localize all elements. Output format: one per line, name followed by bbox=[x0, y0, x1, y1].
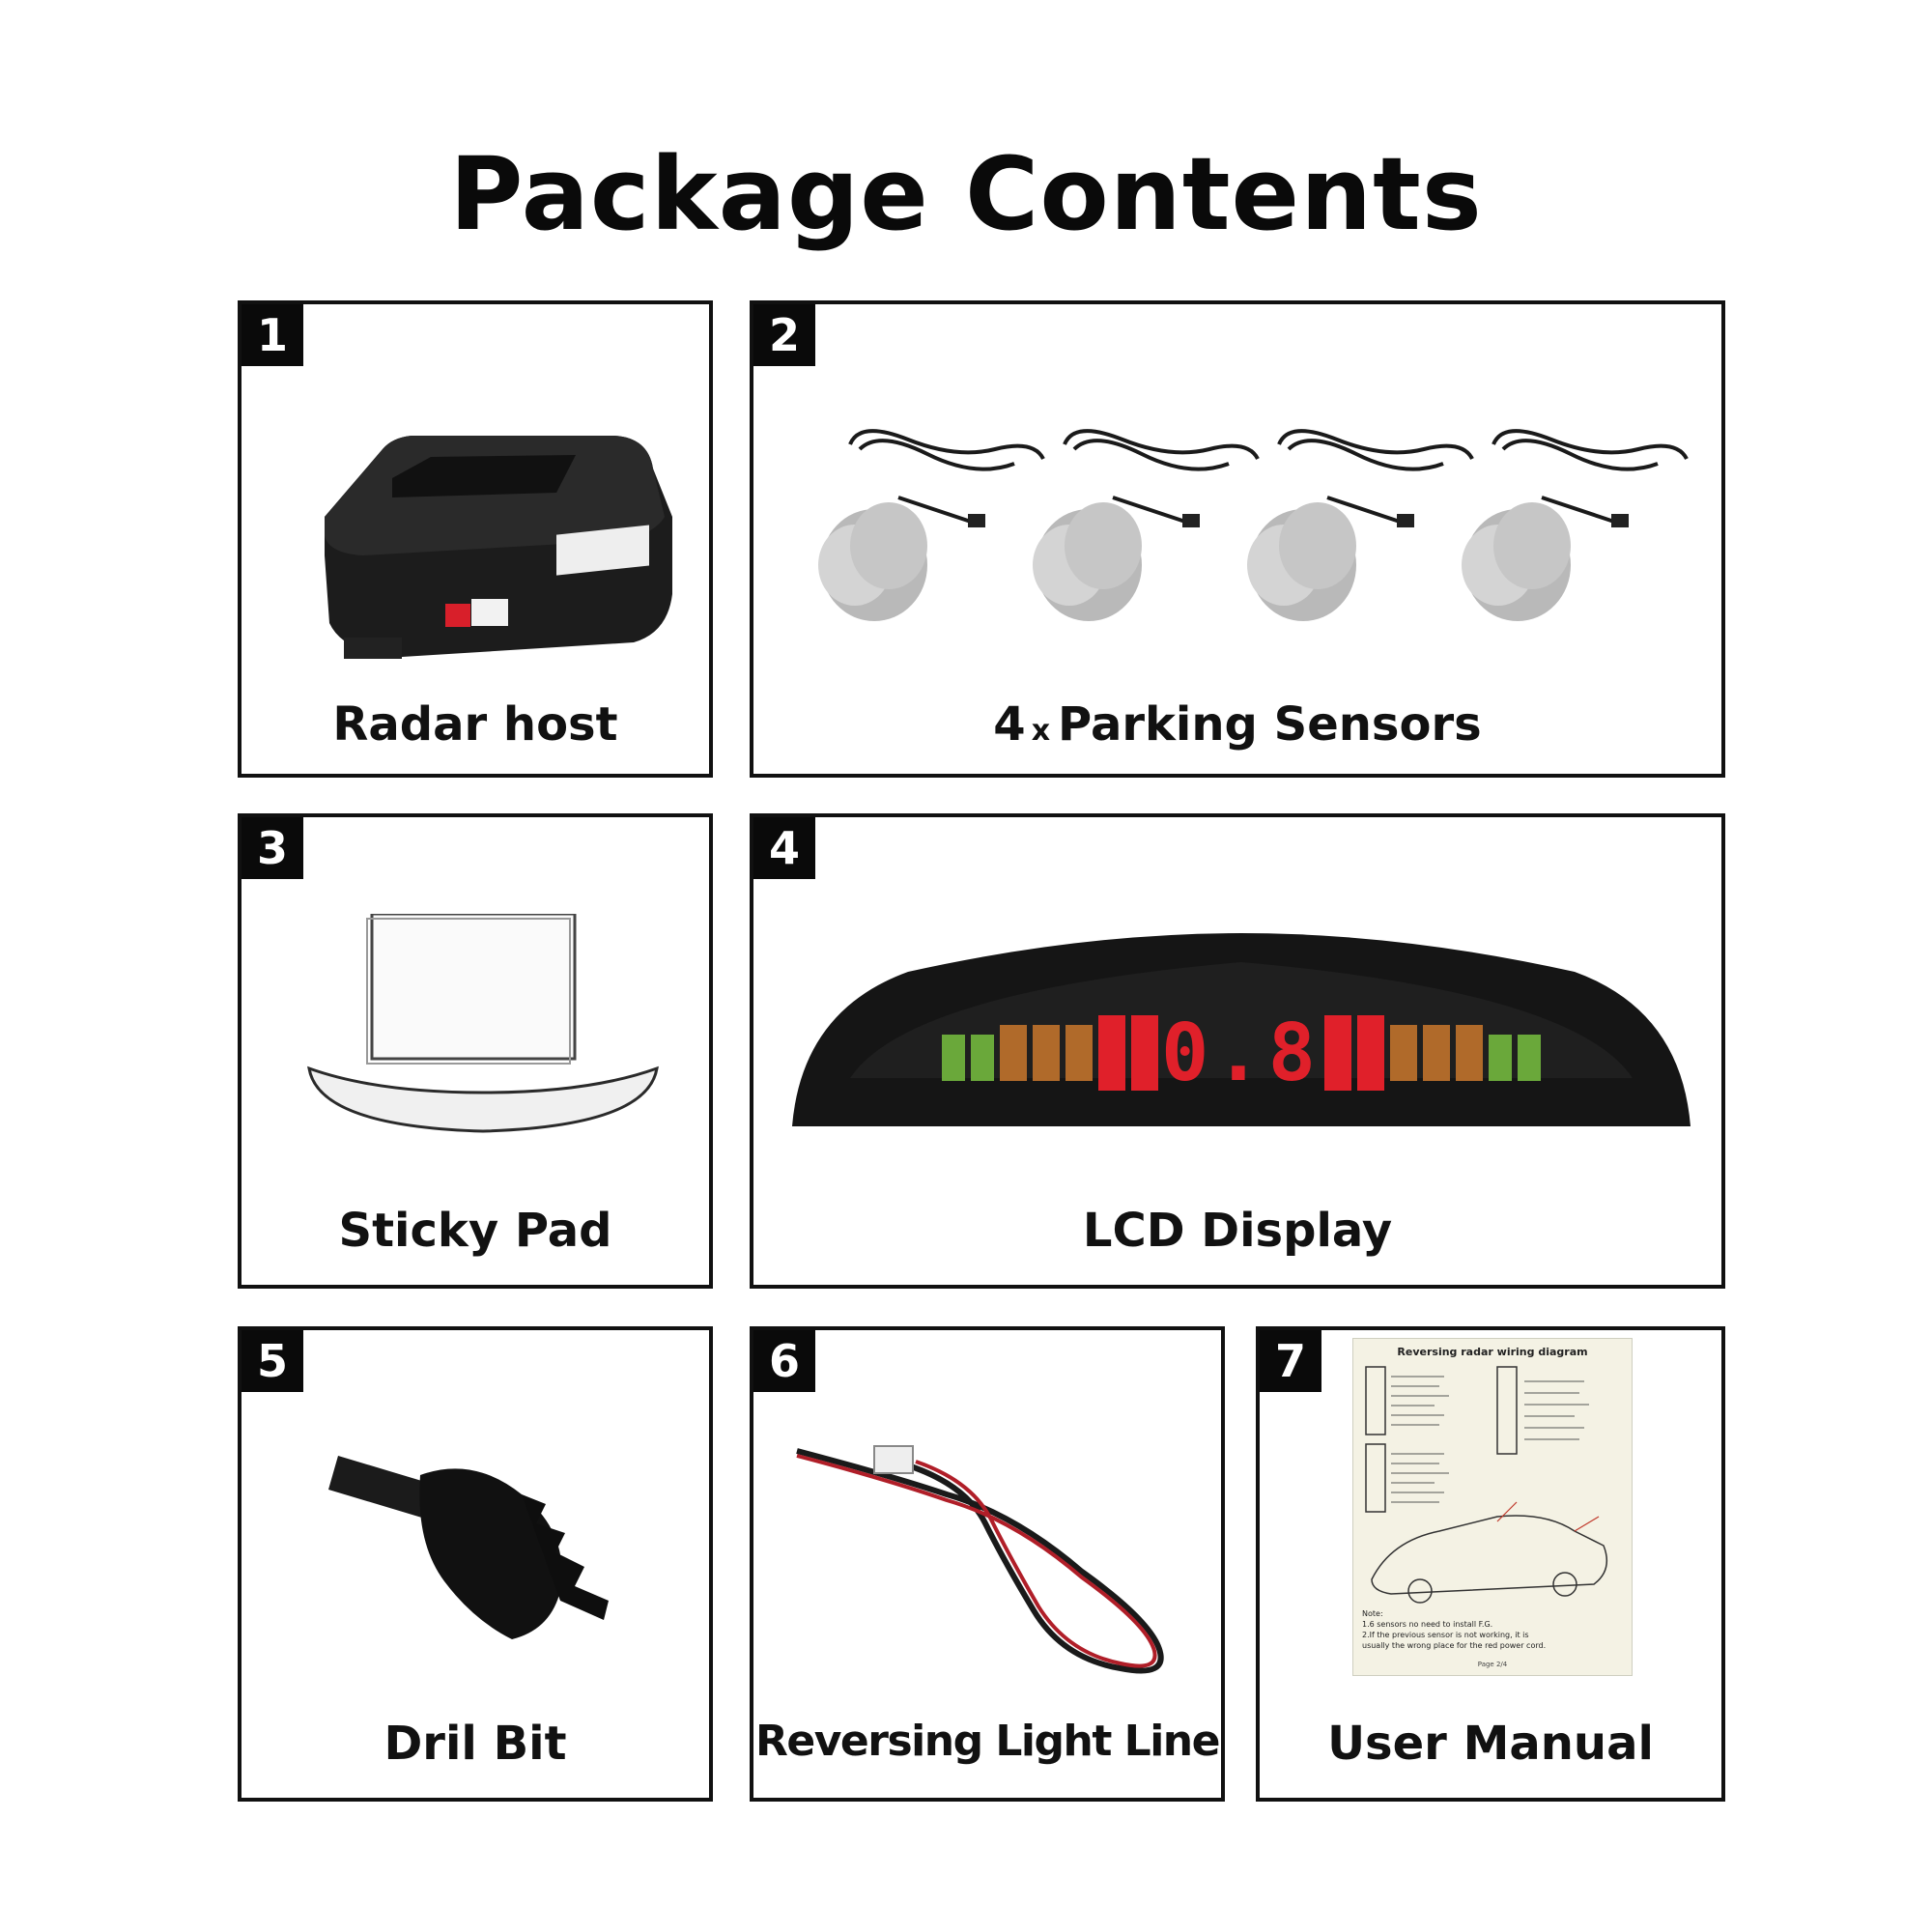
item-label: Reversing Light Line bbox=[755, 1717, 1220, 1766]
distance-bar-right bbox=[1324, 1015, 1541, 1091]
sticky-pad-image bbox=[307, 914, 659, 1133]
manual-note: 1.6 sensors no need to install F.G. bbox=[1362, 1620, 1492, 1629]
manual-note: Note: bbox=[1362, 1609, 1383, 1618]
times-symbol: x bbox=[1031, 714, 1051, 748]
car-diagram-icon bbox=[1371, 1515, 1608, 1595]
item-card-radar-host: 1 Radar host bbox=[238, 300, 713, 778]
reversing-light-line-image bbox=[796, 1445, 1164, 1674]
item-number-badge: 4 bbox=[753, 817, 815, 879]
sensor-icon bbox=[1033, 429, 1260, 621]
item-number-badge: 3 bbox=[242, 817, 303, 879]
item-card-drill-bit: 5 Dril Bit bbox=[238, 1326, 713, 1802]
manual-heading: Reversing radar wiring diagram bbox=[1397, 1346, 1587, 1358]
item-label: Sticky Pad bbox=[338, 1204, 612, 1258]
connector-icon bbox=[873, 1445, 914, 1474]
item-number-badge: 2 bbox=[753, 304, 815, 366]
item-number-badge: 5 bbox=[242, 1330, 303, 1392]
item-number-badge: 1 bbox=[242, 304, 303, 366]
item-number-badge: 7 bbox=[1260, 1330, 1321, 1392]
item-label: LCD Display bbox=[1082, 1204, 1393, 1258]
item-number-badge: 6 bbox=[753, 1330, 815, 1392]
item-card-parking-sensors: 2 bbox=[750, 300, 1725, 778]
item-card-reversing-light-line: 6 Reversing Light Line bbox=[750, 1326, 1225, 1802]
item-label: Radar host bbox=[332, 697, 618, 752]
page-title: Package Contents bbox=[449, 135, 1483, 253]
red-connector-icon bbox=[445, 604, 470, 627]
item-count: 4 bbox=[993, 697, 1026, 752]
sensor-icon bbox=[1462, 429, 1689, 621]
item-label: Dril Bit bbox=[384, 1717, 567, 1771]
manual-page: Page 2/4 bbox=[1478, 1661, 1508, 1668]
item-card-sticky-pad: 3 Sticky Pad bbox=[238, 813, 713, 1289]
sensor-icon bbox=[1247, 429, 1474, 621]
parking-sensors-image bbox=[818, 429, 1689, 621]
radar-host-image bbox=[325, 436, 672, 659]
distance-bar-left bbox=[942, 1015, 1158, 1091]
sensor-icon bbox=[818, 429, 1045, 621]
item-label-text: Parking Sensors bbox=[1058, 697, 1482, 752]
item-card-user-manual: 7 Reversing radar wiring diagram Note: 1… bbox=[1256, 1326, 1725, 1802]
distance-readout: 0.8 bbox=[1161, 1008, 1321, 1099]
lcd-display-image: 0.8 bbox=[792, 933, 1690, 1126]
item-label: User Manual bbox=[1327, 1717, 1654, 1771]
drill-bit-image bbox=[328, 1456, 609, 1639]
manual-note: usually the wrong place for the red powe… bbox=[1362, 1641, 1546, 1650]
item-card-lcd-display: 4 0.8 LCD Display bbox=[750, 813, 1725, 1289]
manual-note: 2.If the previous sensor is not working,… bbox=[1362, 1631, 1529, 1639]
user-manual-image: Reversing radar wiring diagram Note: 1.6… bbox=[1352, 1338, 1633, 1676]
